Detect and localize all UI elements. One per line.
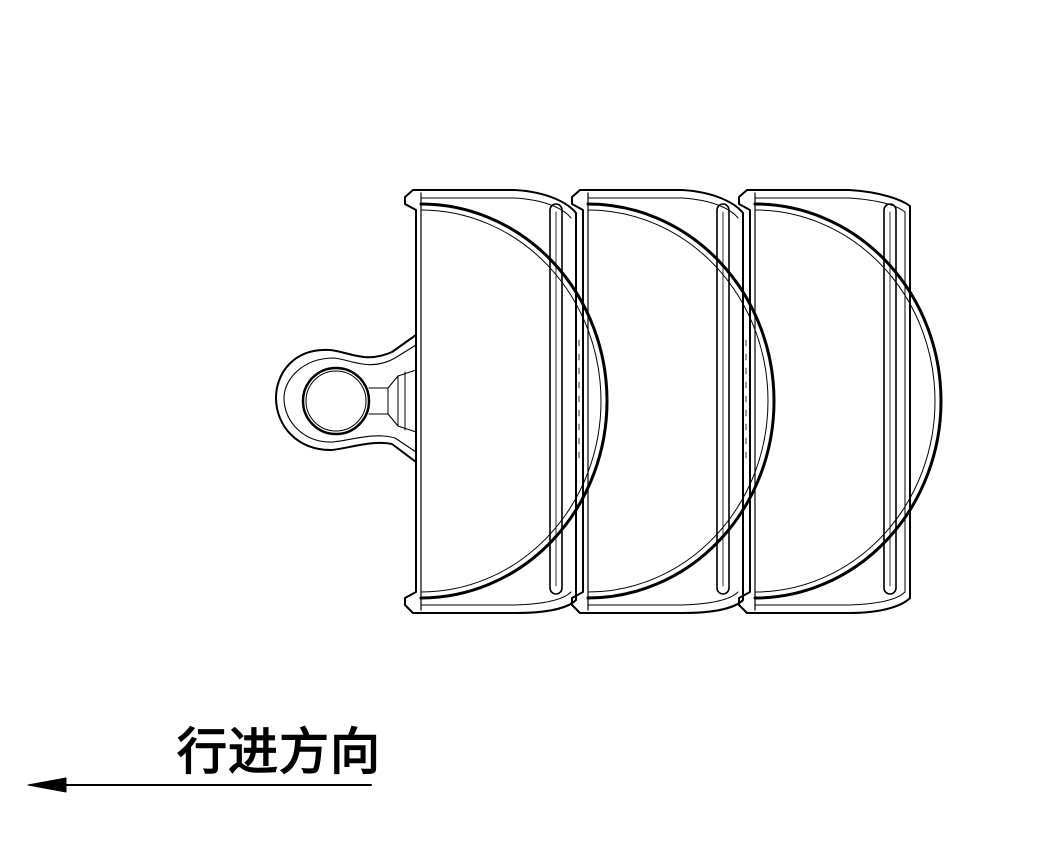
chain-link-1 — [404, 189, 609, 614]
pin-lug — [275, 334, 417, 463]
chain-link-2 — [571, 189, 776, 614]
direction-label: 行进方向 — [177, 723, 381, 781]
direction-arrow — [27, 777, 372, 793]
chain-link-3 — [738, 189, 943, 614]
